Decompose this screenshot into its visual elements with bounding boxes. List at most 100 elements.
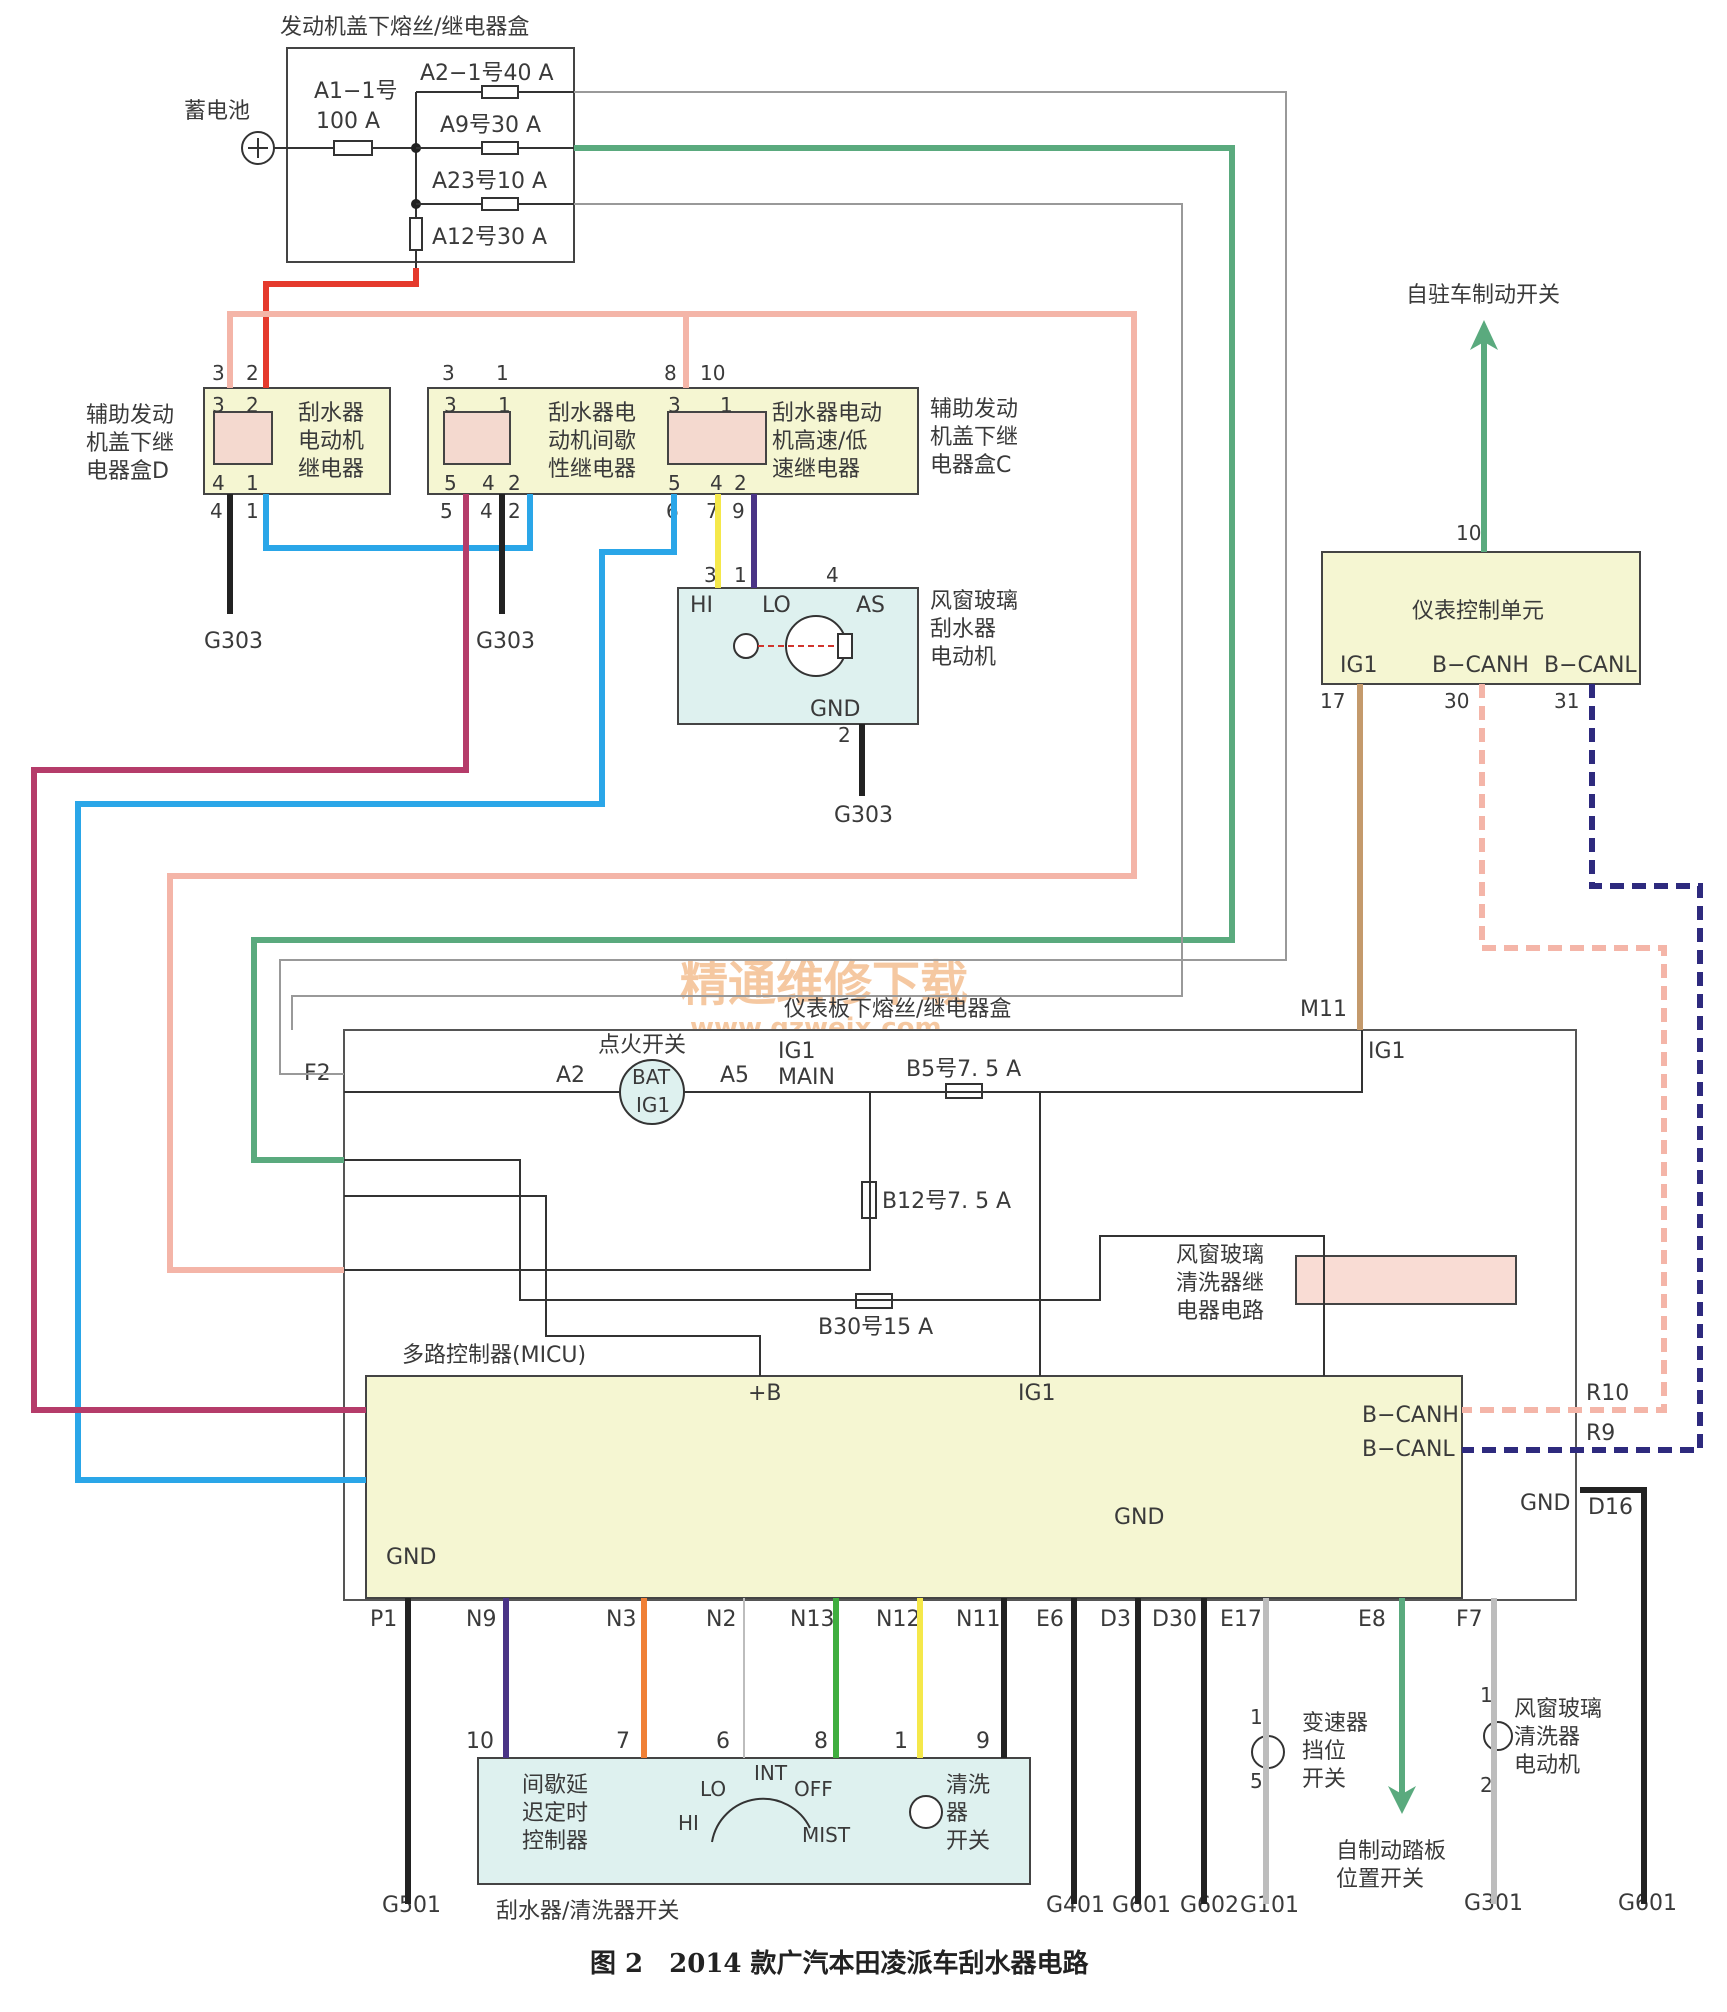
ign-a2: A2 xyxy=(556,1063,585,1088)
relay-box-d-title3: 电器盒D xyxy=(86,459,169,484)
ignition-label: 点火开关 xyxy=(598,1033,686,1058)
ground-label: G303 xyxy=(204,629,263,654)
pin-n9: N9 xyxy=(466,1607,496,1632)
wire-blue-d1 xyxy=(263,494,533,551)
motor-armature-icon xyxy=(733,633,759,659)
relay-box-c-title1: 辅助发动 xyxy=(930,397,1018,422)
fuse-a1-icon xyxy=(333,140,373,156)
gear-switch-2: 挡位 xyxy=(1302,1739,1346,1764)
wiper-motor-relay-icon xyxy=(213,411,273,465)
pin-label: 9 xyxy=(732,499,745,523)
micu-canh: B−CANH xyxy=(1362,1403,1459,1428)
wiper-lo: LO xyxy=(762,593,791,618)
meter-canh: B−CANH xyxy=(1432,653,1529,678)
pin-label: 4 xyxy=(826,563,839,587)
washer-motor-1: 风窗玻璃 xyxy=(1514,1697,1602,1722)
pin-label: 2 xyxy=(246,393,259,417)
relay-box-c-title3: 电器盒C xyxy=(930,453,1011,478)
sw-lo: LO xyxy=(700,1777,726,1801)
pin-label: 9 xyxy=(976,1729,990,1754)
wire-b30 xyxy=(344,1159,1325,1376)
sw-int: INT xyxy=(754,1761,788,1785)
relay-d-name2: 电动机 xyxy=(298,429,364,454)
ground-label: G303 xyxy=(476,629,535,654)
pin-label: 4 xyxy=(212,471,225,495)
micu-gnd-right: GND xyxy=(1520,1491,1570,1516)
hilo-relay-icon xyxy=(667,411,767,465)
washer-motor-icon xyxy=(1483,1721,1513,1751)
wire-ig1-bus xyxy=(684,1030,1363,1093)
pin-label: 1 xyxy=(498,393,511,417)
pin-d30: D30 xyxy=(1152,1607,1197,1632)
pin-label: 4 xyxy=(710,471,723,495)
meter-canl: B−CANL xyxy=(1544,653,1637,678)
fuse-a9-label: A9号30 A xyxy=(440,113,541,138)
relay-d-name3: 继电器 xyxy=(298,457,364,482)
pin-label: 3 xyxy=(212,393,225,417)
relay-box-d-title2: 机盖下继 xyxy=(86,431,174,456)
ig1-main-2: MAIN xyxy=(778,1065,835,1090)
pin-label: 2 xyxy=(838,723,851,747)
washer-relay-name1: 风窗玻璃 xyxy=(1176,1243,1264,1268)
pin-e17: E17 xyxy=(1220,1607,1262,1632)
pin-label: 5 xyxy=(668,471,681,495)
pin-label: 31 xyxy=(1554,689,1579,713)
figure-caption: 图 2 2014 款广汽本田凌派车刮水器电路 xyxy=(590,1948,1090,1979)
pin-f7: F7 xyxy=(1456,1607,1483,1632)
pin-label: 4 xyxy=(482,471,495,495)
pin-n12: N12 xyxy=(876,1607,920,1632)
pin-label: 1 xyxy=(734,563,747,587)
washer-relay-name2: 清洗器继 xyxy=(1176,1271,1264,1296)
pin-e8: E8 xyxy=(1358,1607,1386,1632)
fuse-a1-label2: 100 A xyxy=(316,109,380,134)
pin-label: 3 xyxy=(444,393,457,417)
ground-labels: G303 G303 G303 G501 G401 G601 G602 G101 … xyxy=(204,629,1677,1918)
wiper-as: AS xyxy=(856,593,885,618)
sw-hi: HI xyxy=(678,1811,699,1835)
sw-off: OFF xyxy=(794,1777,833,1801)
wire-d16 xyxy=(1580,1487,1647,1904)
pin-label: 5 xyxy=(1250,1769,1263,1793)
ground-label: G601 xyxy=(1618,1891,1677,1916)
wire-pb xyxy=(344,1195,761,1376)
fuse-a12-icon xyxy=(409,217,423,251)
wash-sw-3: 开关 xyxy=(946,1829,990,1854)
pin-label: 1 xyxy=(1250,1705,1263,1729)
pin-r9: R9 xyxy=(1586,1421,1615,1446)
pin-p1: P1 xyxy=(370,1607,397,1632)
wiper-hi: HI xyxy=(690,593,713,618)
relay-box-d-title1: 辅助发动 xyxy=(86,403,174,428)
micu-gnd-left: GND xyxy=(386,1545,436,1570)
switch-title: 刮水器/清洗器开关 xyxy=(496,1899,679,1924)
fuse-b12-label: B12号7. 5 A xyxy=(882,1189,1011,1214)
pin-n2: N2 xyxy=(706,1607,736,1632)
ign-bat: BAT xyxy=(632,1065,671,1089)
washer-switch-icon xyxy=(909,1795,943,1829)
fuse-a1-label1: A1−1号 xyxy=(314,79,397,104)
pin-label: 2 xyxy=(1480,1773,1493,1797)
pin-label: 3 xyxy=(668,393,681,417)
pin-label: 2 xyxy=(508,499,521,523)
watermark-cn: 精通维修下载 xyxy=(680,956,968,1012)
pin-label: 8 xyxy=(814,1729,828,1754)
pin-label: 1 xyxy=(894,1729,908,1754)
pin-label: 1 xyxy=(1480,1683,1493,1707)
pin-r10: R10 xyxy=(1586,1381,1629,1406)
brake-pedal-arrow-icon xyxy=(1388,1786,1416,1814)
pin-label: 10 xyxy=(466,1729,494,1754)
park-switch-icon xyxy=(837,633,853,659)
pin-label: 6 xyxy=(716,1729,730,1754)
int-timer-3: 控制器 xyxy=(522,1829,588,1854)
wire-blue-main xyxy=(75,494,677,1483)
meter-control-unit xyxy=(1321,551,1641,685)
ign-ig1: IG1 xyxy=(636,1093,670,1117)
relay-hilo-name2: 机高速/低 xyxy=(772,429,867,454)
brake-pedal-2: 位置开关 xyxy=(1336,1867,1424,1892)
micu-title: 多路控制器(MICU) xyxy=(402,1343,586,1368)
fuse-a2-icon xyxy=(481,85,519,99)
ig1-main-1: IG1 xyxy=(778,1039,816,1064)
parking-brake-label: 自驻车制动开关 xyxy=(1406,283,1560,308)
dash-fusebox-title: 仪表板下熔丝/继电器盒 xyxy=(784,997,1011,1022)
